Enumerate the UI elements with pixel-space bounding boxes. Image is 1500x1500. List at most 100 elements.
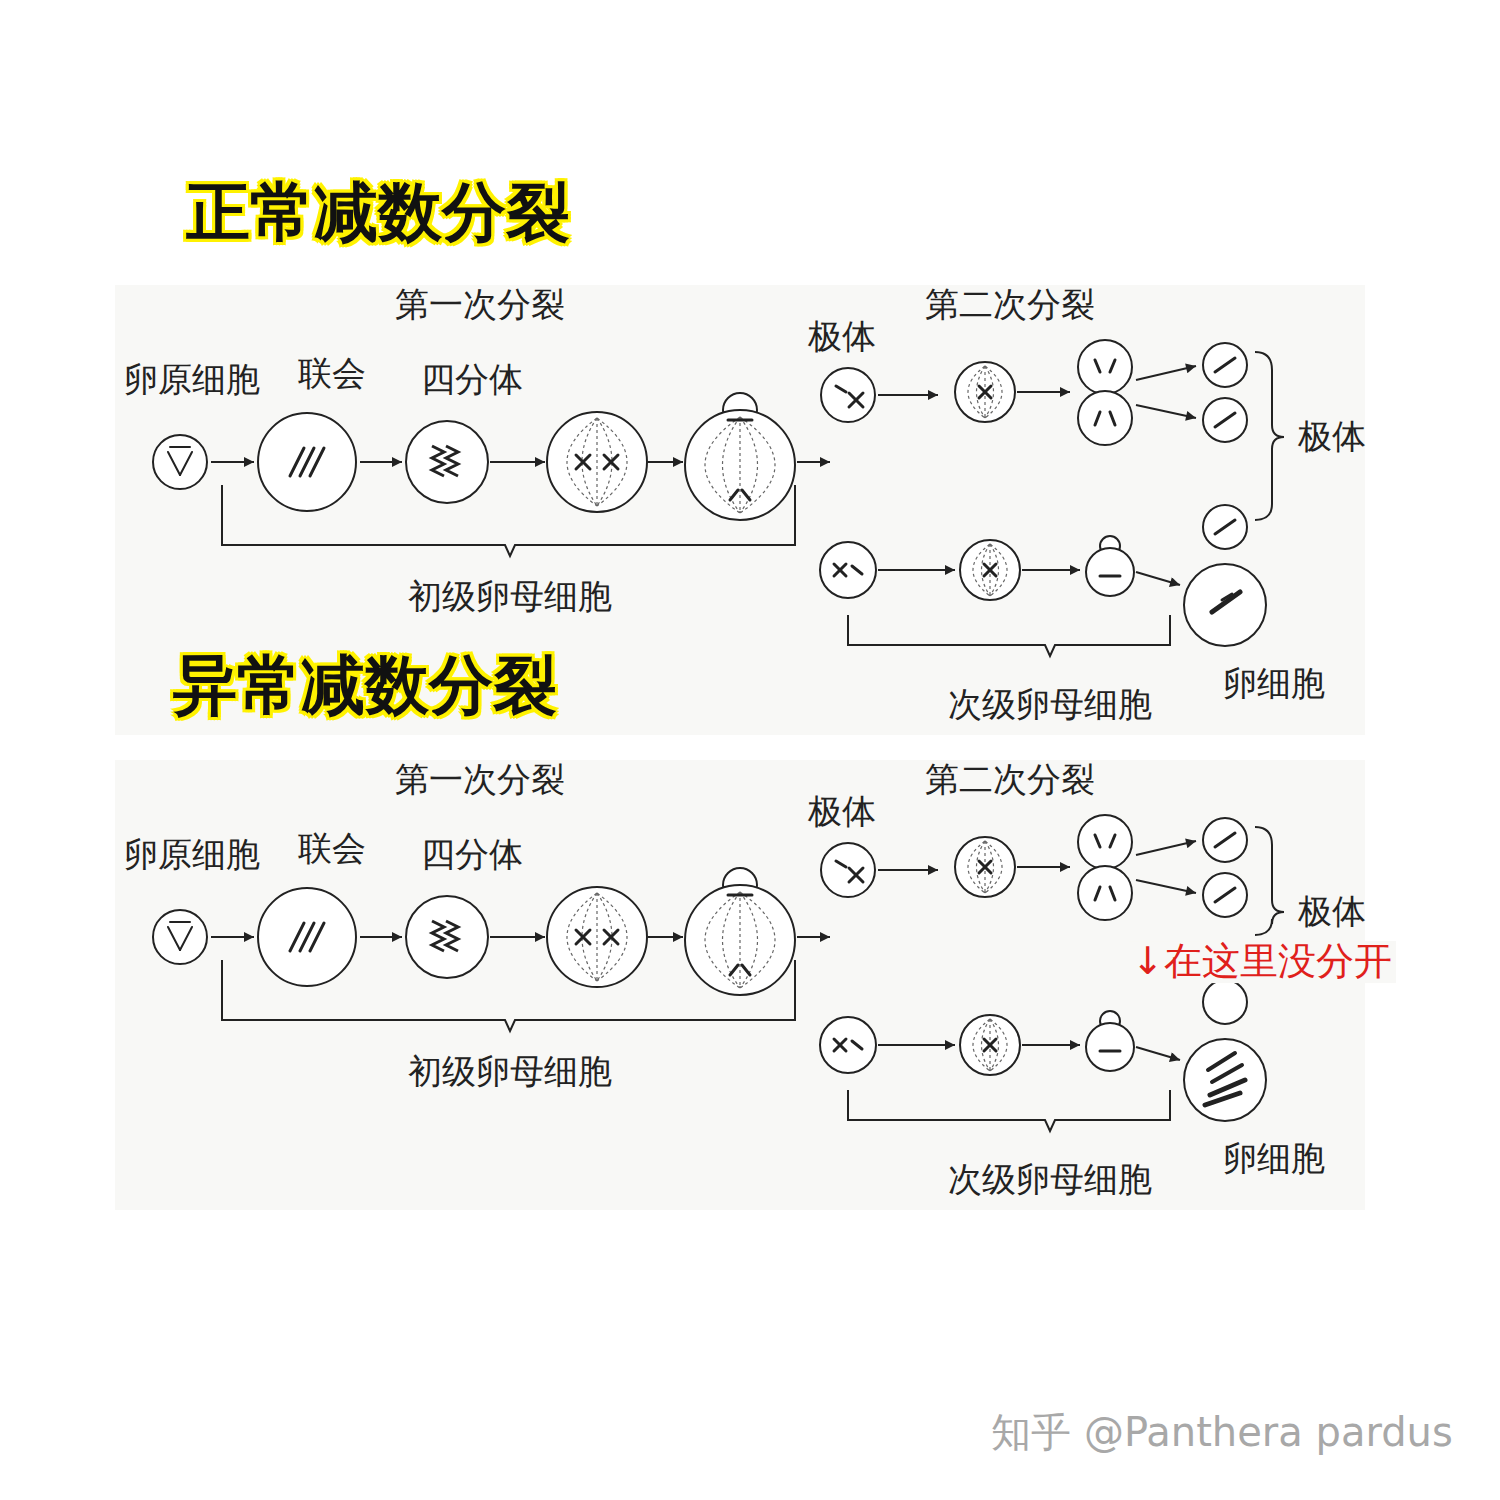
arrow [1136, 841, 1196, 855]
spindle-fiber [968, 366, 985, 418]
chromosome [834, 564, 846, 576]
chromosome [168, 927, 180, 950]
chromosome [984, 564, 996, 576]
spindle-fiber [985, 366, 1002, 418]
bracket [222, 960, 795, 1031]
chromosome [1110, 835, 1115, 847]
spindle-fiber [705, 892, 740, 988]
chromosome [742, 490, 750, 500]
cell-circle: 卵细胞 [1183, 1038, 1267, 1122]
chromosome [834, 1039, 846, 1051]
cell-fill [820, 842, 876, 898]
chromosome [979, 386, 991, 398]
cell-label: 极体 [808, 793, 876, 830]
meiosis-panel [115, 285, 1365, 735]
spindle-fiber [596, 893, 597, 981]
spindle-fiber [990, 1019, 1007, 1071]
chromosome [1215, 358, 1235, 372]
arrow [878, 394, 938, 396]
chromosome [180, 452, 192, 475]
spindle-fiber [973, 544, 990, 596]
chromosome [979, 386, 991, 398]
chromosome [576, 455, 590, 469]
bracket [848, 615, 1170, 656]
chromosome [1215, 888, 1235, 902]
bracket [222, 485, 795, 556]
process-arrow [211, 461, 254, 463]
chromosome [984, 564, 996, 576]
cell [685, 885, 795, 995]
chromosome [849, 868, 863, 882]
cell-circle: 联会 [257, 887, 357, 987]
chromosome [576, 930, 590, 944]
arrow [797, 461, 830, 463]
stage-label: 极体 [1298, 893, 1366, 930]
cell-label: 四分体 [421, 836, 523, 873]
chromosome [1100, 1050, 1120, 1053]
spindle-fiber [567, 893, 597, 981]
chromosome [1212, 592, 1240, 612]
chromosome [836, 386, 846, 392]
chromosome [1100, 575, 1120, 578]
stage-label: 初级卵母细胞 [408, 578, 612, 615]
stage-label: 极体 [1298, 418, 1366, 455]
stage-label: 第一次分裂 [395, 286, 565, 323]
stage-label: 第一次分裂 [395, 761, 565, 798]
chromosome [984, 1039, 996, 1051]
cell-label: 卵原细胞 [124, 836, 260, 873]
chromosome [310, 448, 324, 476]
cell [1203, 980, 1247, 1024]
process-arrow [360, 461, 402, 463]
chromosome [604, 455, 618, 469]
cell-fill [1183, 563, 1267, 647]
arrow [1017, 866, 1070, 868]
chromosome [1095, 412, 1100, 425]
stage-label: 次级卵母细胞 [948, 1161, 1152, 1198]
chromosome [1215, 520, 1235, 534]
chromosome [836, 861, 846, 867]
bracket [848, 1090, 1170, 1131]
arrow [1136, 572, 1180, 585]
cell [820, 1017, 876, 1073]
cell-circle: 四分体 [405, 420, 489, 504]
chromosome [170, 446, 190, 448]
tetrad-chromosome [432, 921, 444, 951]
cell [1078, 815, 1132, 869]
scan-background [115, 760, 1365, 1210]
cell-circle: 联会 [257, 412, 357, 512]
cell-label: 联会 [298, 830, 366, 867]
cell-label: 极体 [808, 318, 876, 355]
arrow [1136, 405, 1196, 418]
cell-fill [152, 434, 208, 490]
chromosome [576, 455, 590, 469]
brace [1255, 352, 1284, 520]
cell [955, 362, 1015, 422]
cell-label: 联会 [298, 355, 366, 392]
spindle-fiber [990, 544, 1007, 596]
chromosome [979, 861, 991, 873]
spindle-fiber [597, 418, 627, 506]
chromosome [168, 452, 180, 475]
cell [547, 887, 647, 987]
chromosome [1095, 887, 1100, 900]
chromosome [849, 393, 863, 407]
chromosome [170, 921, 190, 923]
cell [1086, 1023, 1134, 1071]
cell-label: 卵原细胞 [124, 361, 260, 398]
chromosome [728, 894, 752, 897]
chromosome [1095, 360, 1100, 372]
cell-circle: 卵原细胞 [152, 434, 208, 490]
spindle-fiber [597, 893, 627, 981]
spindle-fiber [596, 418, 597, 506]
spindle-fiber [968, 841, 985, 893]
chromosome [979, 861, 991, 873]
cell-fill [257, 412, 357, 512]
cell-fill [257, 887, 357, 987]
arrow [1136, 366, 1196, 380]
spindle-fiber [740, 892, 775, 988]
annotation-note: ↓在这里没分开 [1128, 941, 1396, 983]
tetrad-chromosome [446, 921, 458, 951]
cell [1078, 866, 1132, 920]
spindle-fiber [985, 841, 1002, 893]
chromosome [1215, 413, 1235, 427]
